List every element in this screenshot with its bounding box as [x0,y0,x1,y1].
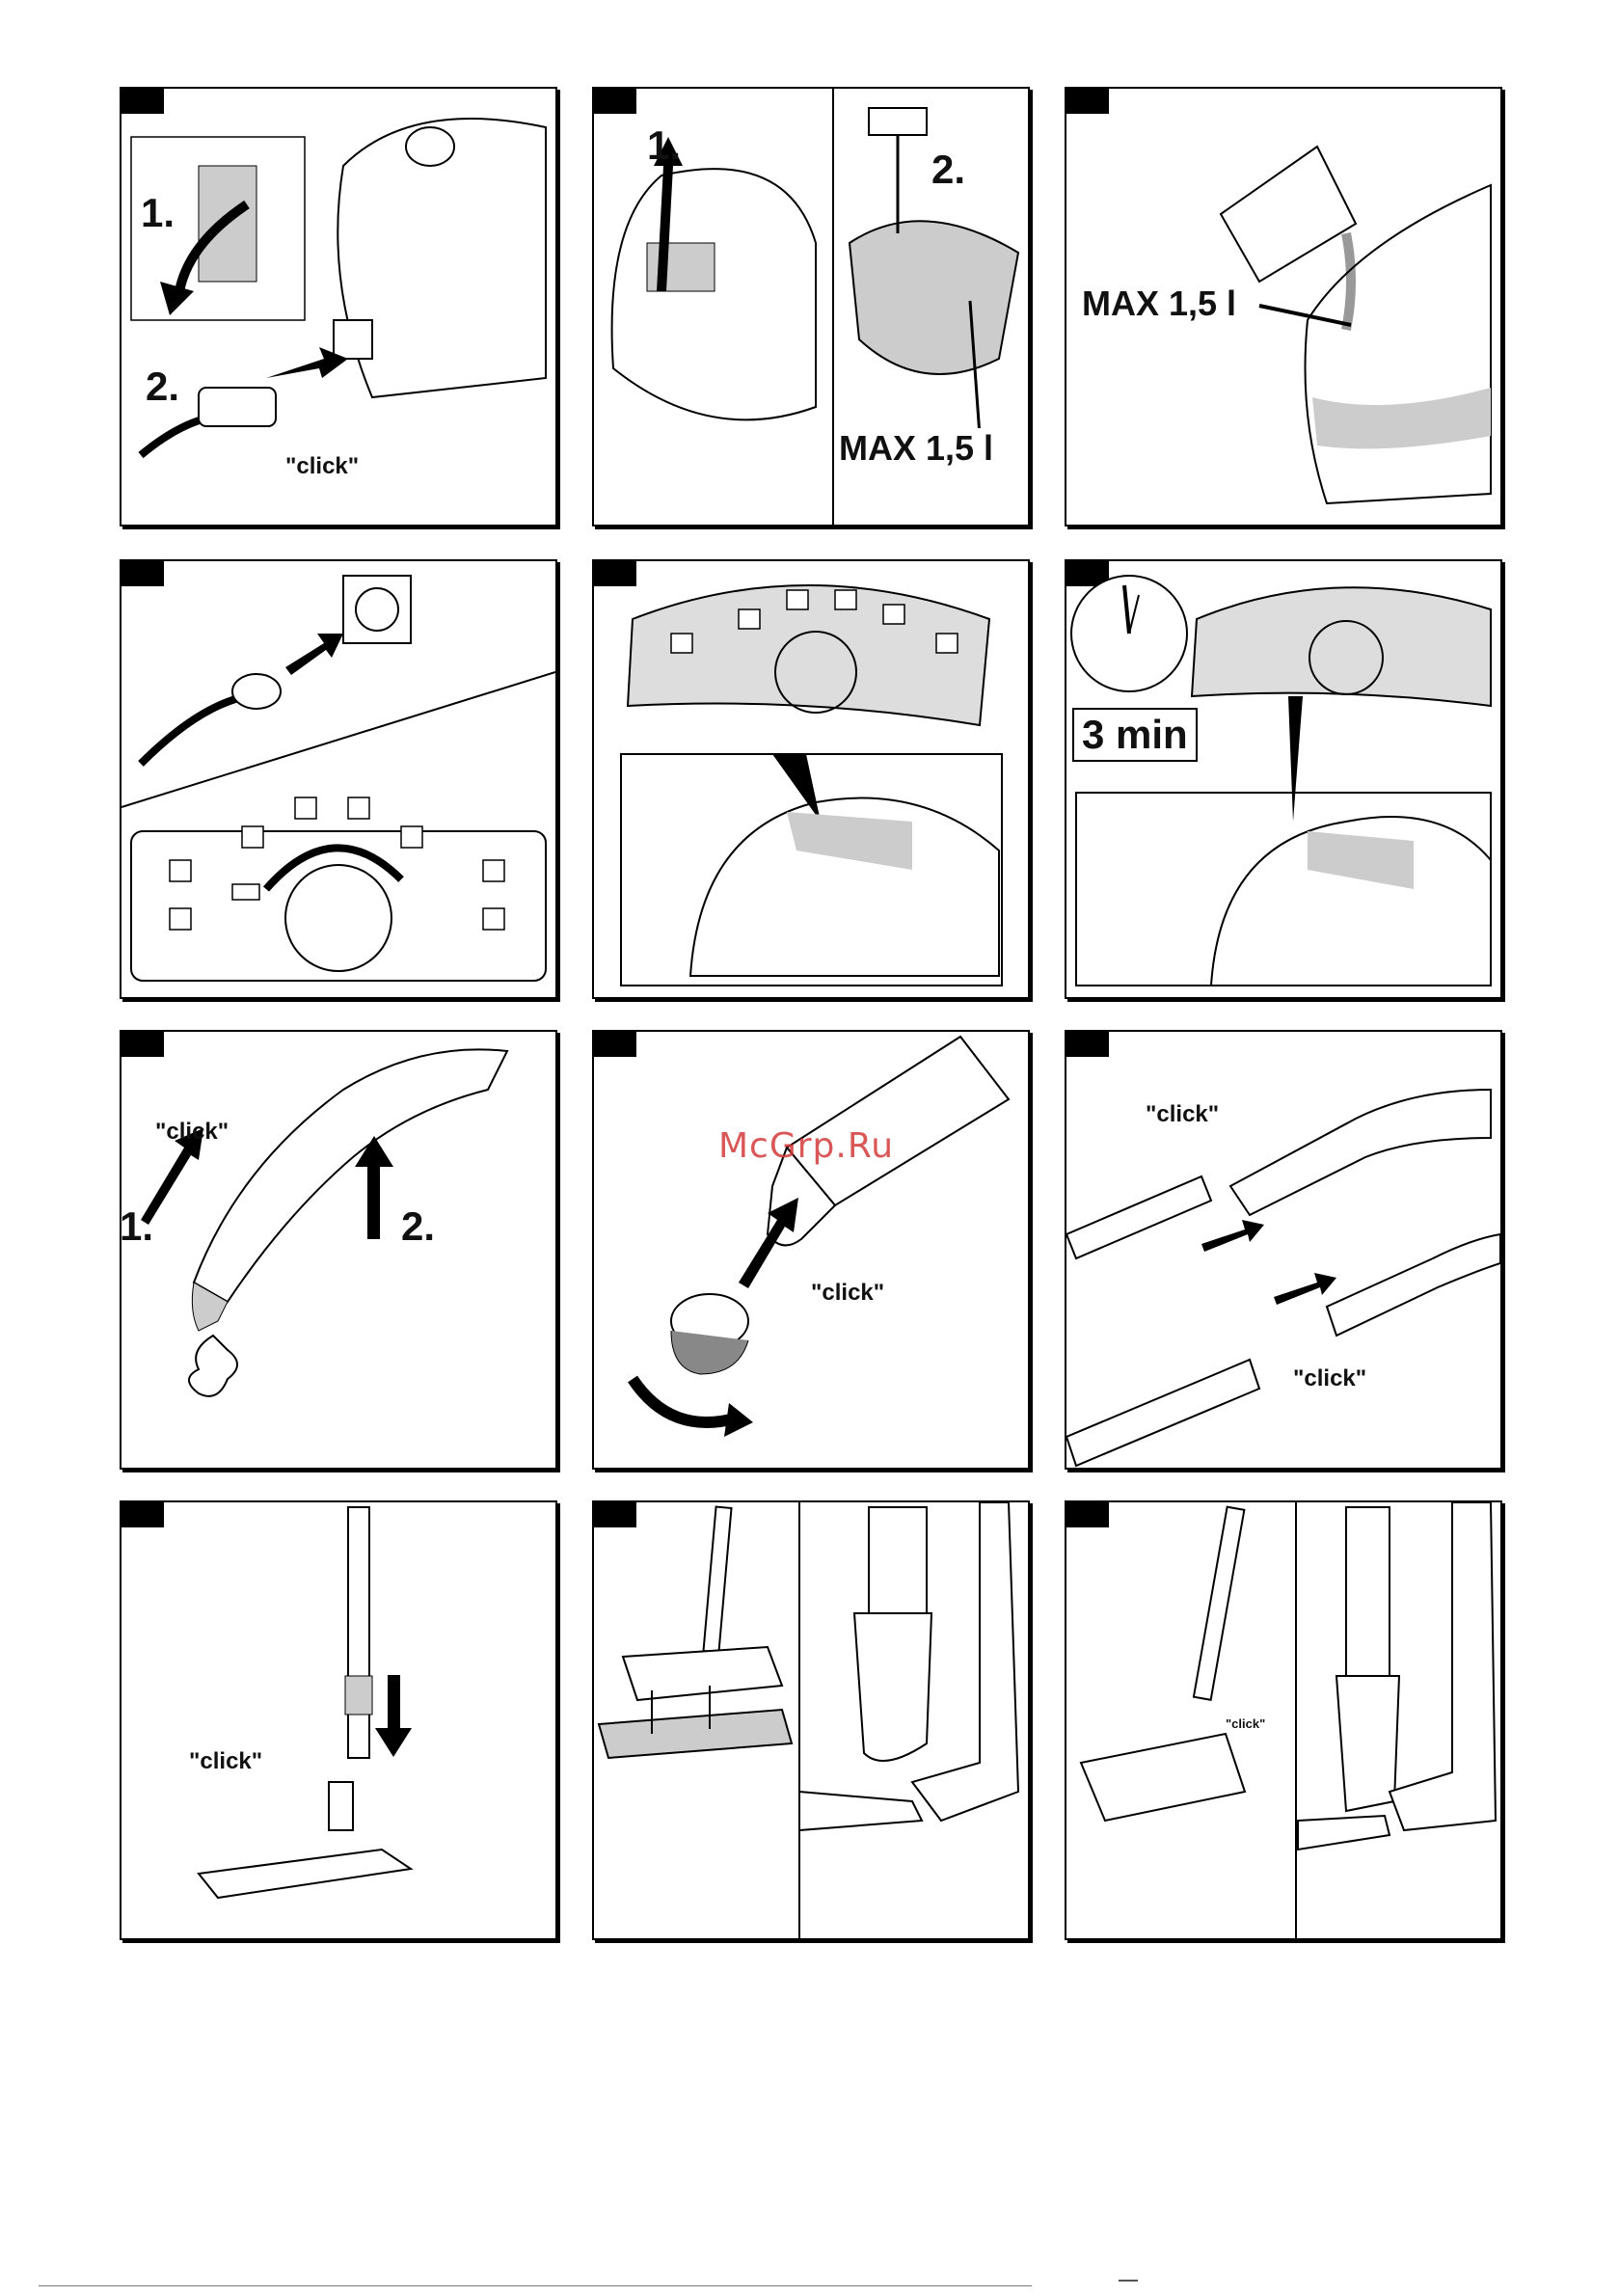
panel-5-heating-indicator [592,559,1030,999]
click-label-top: "click" [1146,1101,1219,1128]
click-label-bottom: "click" [1293,1365,1366,1392]
panel-11-fit-floor-cloth [592,1500,1030,1940]
panel-7-attach-nozzle-to-gun: "click" 1. 2. [120,1030,557,1470]
illustration-round-brush [594,1032,1028,1468]
click-label: "click" [285,453,359,480]
click-label: "click" [189,1748,262,1775]
illustration-steam-gun [121,1032,555,1468]
step-2-label: 2. [401,1203,435,1250]
panel-9-connect-extension-tubes: "click" "click" [1065,1030,1502,1470]
click-label: "click" [811,1280,884,1307]
illustration-release-cloth [1066,1502,1500,1938]
step-2-label: 2. [931,147,965,193]
footer-rule [39,2285,1032,2286]
illustration-floor-cloth [594,1502,1028,1938]
watermark: McGrp.Ru [718,1126,894,1166]
click-label: "click" [1226,1716,1265,1731]
illustration-control-panel-heating [594,561,1028,997]
panel-3-pour-water: MAX 1,5 l [1065,87,1502,527]
footer-mark [1119,2280,1138,2282]
panel-2-fill-tank: 1. 2. MAX 1,5 l [592,87,1030,527]
panel-4-plug-in [120,559,557,999]
max-fill-label: MAX 1,5 l [1078,284,1240,324]
panel-8-attach-round-brush: "click" [592,1030,1030,1470]
panel-10-attach-floor-nozzle: "click" [120,1500,557,1940]
panel-6-wait-three-minutes: 3 min [1065,559,1502,999]
max-fill-label: MAX 1,5 l [835,428,997,469]
illustration-extension-tubes [1066,1032,1500,1468]
panel-1-connect-hose: 1. 2. "click" [120,87,557,527]
illustration-clock-and-panel [1066,561,1500,997]
illustration-floor-nozzle [121,1502,555,1938]
step-1-label: 1. [647,122,681,169]
step-1-label: 1. [141,190,175,236]
step-2-label: 2. [146,364,179,410]
time-label: 3 min [1072,708,1198,762]
panel-12-release-cloth: "click" [1065,1500,1502,1940]
click-label: "click" [155,1119,229,1146]
illustration-plug-and-dial [121,561,555,997]
step-1-label: 1. [120,1203,153,1250]
